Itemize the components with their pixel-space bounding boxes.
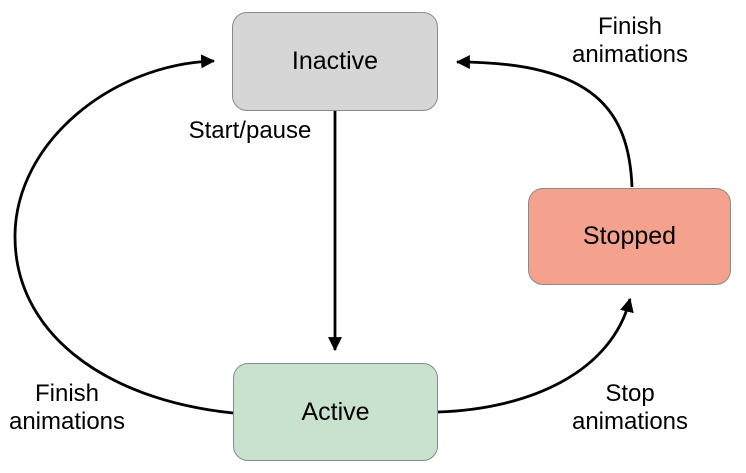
state-active-label: Active [301,397,370,426]
arrow-finish-animations-right [455,55,634,188]
arrow-finish-animations-left [13,54,234,415]
transition-label-finish-animations-right: Finish animations [571,13,689,68]
state-inactive-label: Inactive [291,47,379,75]
transition-label-start-pause: Start/pause [188,117,312,144]
arrow-stop-animations [437,297,634,414]
state-stopped: Stopped [528,188,731,285]
state-stopped-label: Stopped [582,222,677,250]
transition-label-stop-animations: Stop animations [571,380,689,435]
state-inactive: Inactive [232,12,438,111]
transition-label-finish-animations-left: Finish animations [8,380,126,435]
state-active: Active [233,363,438,461]
